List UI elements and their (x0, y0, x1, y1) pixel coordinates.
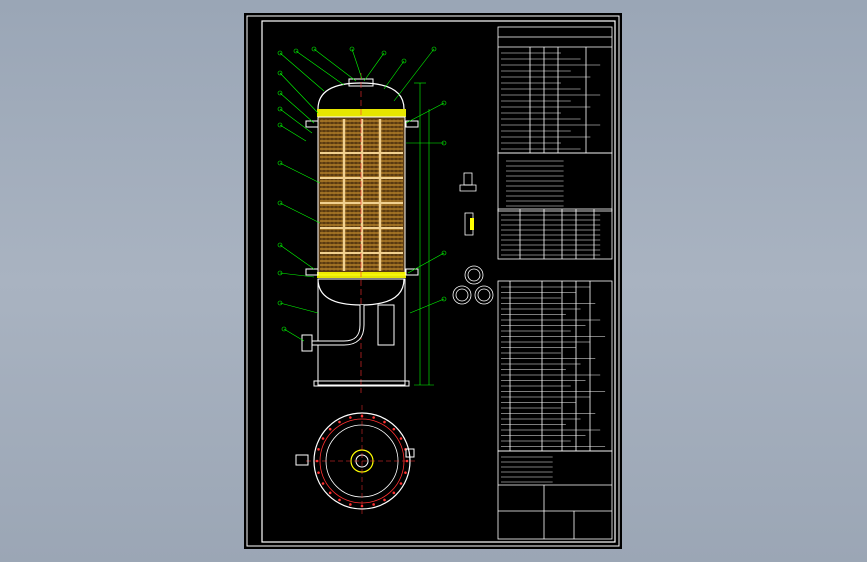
plan-view (295, 405, 418, 517)
drawing-sheet (244, 13, 622, 549)
drawing-canvas (246, 15, 620, 547)
technical-notes-block (497, 152, 613, 212)
nozzle-table (497, 208, 613, 260)
table-text-lines (501, 52, 606, 483)
lower-flange (317, 272, 406, 278)
left-lower-nozzle (305, 268, 319, 276)
detail-views (452, 172, 494, 305)
outlet-pipe-inner (312, 305, 364, 345)
base-ring (313, 380, 410, 387)
left-upper-nozzle (305, 120, 319, 128)
vessel-elevation (301, 73, 419, 393)
design-data-table (497, 26, 613, 154)
skirt-opening (377, 304, 395, 346)
drawing-frame (261, 20, 616, 543)
sheet-border (246, 15, 620, 547)
outlet-flange (301, 334, 313, 352)
skirt (317, 278, 406, 386)
upper-flange (317, 109, 406, 117)
leader-lines (277, 46, 447, 342)
packing-grid (320, 119, 403, 271)
right-upper-nozzle (405, 120, 419, 128)
dimension-lines (414, 82, 434, 386)
title-block (497, 450, 613, 540)
parts-list-table (497, 280, 613, 452)
right-lower-nozzle (405, 268, 419, 276)
outlet-pipe (312, 305, 365, 346)
